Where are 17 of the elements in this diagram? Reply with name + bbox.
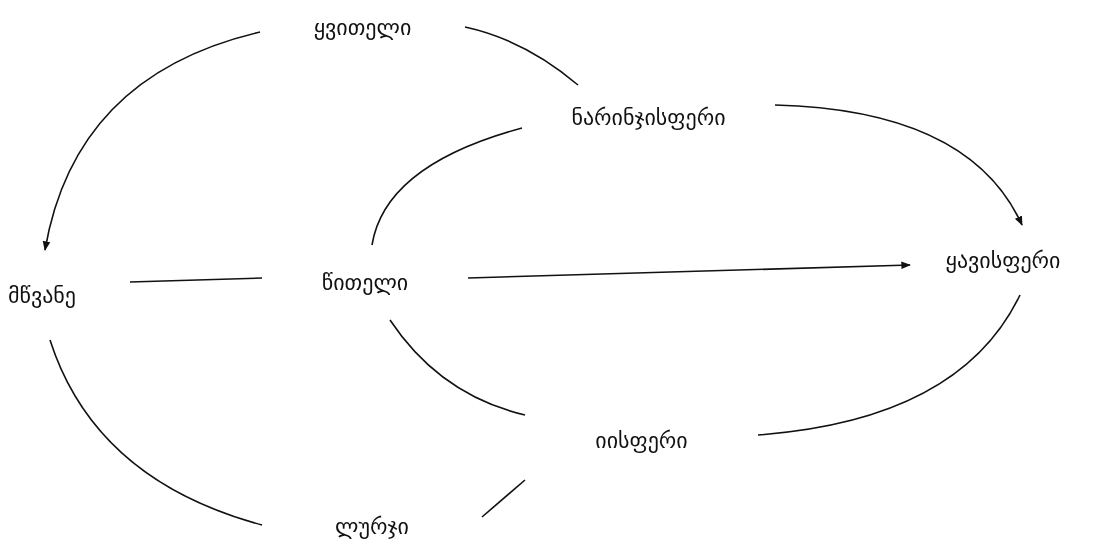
connector-line — [389, 319, 526, 416]
arrow — [774, 104, 1023, 226]
node-label: მწვანე — [8, 282, 76, 308]
node-label: ყავისფერი — [945, 247, 1061, 273]
connector-line — [49, 339, 263, 526]
connector-line — [464, 26, 579, 86]
node-label: ლურჯი — [335, 513, 409, 539]
connector-line — [481, 479, 526, 518]
arrow — [43, 31, 261, 251]
node-label: წითელი — [321, 270, 409, 295]
arrow — [467, 261, 911, 279]
connector-line — [371, 127, 523, 246]
node-label: ყვითელი — [313, 14, 412, 40]
node-label: ნარინჯისფერი — [571, 105, 726, 130]
node-label: იისფერი — [595, 427, 688, 453]
connector-line — [757, 294, 1021, 436]
connector-line — [129, 277, 263, 283]
